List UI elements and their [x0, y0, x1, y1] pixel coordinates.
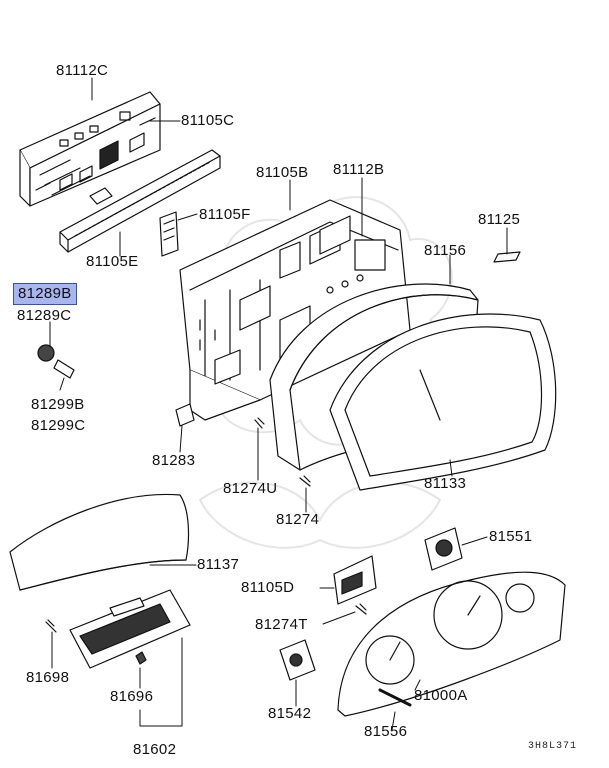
callout-81556: 81556: [364, 723, 408, 740]
connector-strip-81105e: [59, 149, 221, 253]
callout-81133: 81133: [424, 475, 467, 492]
bulb-socket-81289c: [37, 344, 75, 379]
callout-81283: 81283: [152, 452, 196, 469]
callout-81105d: 81105D: [241, 579, 295, 596]
callout-81105b: 81105B: [256, 164, 309, 181]
callout-81125: 81125: [478, 211, 521, 228]
callout-81274u: 81274U: [223, 480, 278, 497]
callout-81156: 81156: [424, 242, 467, 259]
callout-81542: 81542: [268, 705, 312, 722]
callout-81289b-highlighted[interactable]: 81289B: [13, 283, 77, 305]
callout-81112b: 81112B: [333, 161, 385, 178]
callout-81105c: 81105C: [181, 112, 235, 129]
callout-81299b: 81299B: [31, 396, 85, 413]
callout-81000a: 81000A: [414, 687, 468, 704]
callout-81105e: 81105E: [86, 253, 139, 270]
callout-81551: 81551: [489, 528, 533, 545]
leader-lines: [49, 77, 508, 731]
meter-hood-81137: [9, 493, 190, 591]
switch-unit-81551: [424, 527, 463, 571]
clip-81283: [175, 403, 195, 427]
callout-81137: 81137: [197, 556, 240, 573]
screw-81274: [299, 475, 311, 487]
callout-81112c: 81112C: [56, 62, 109, 79]
switch-panel-81602: [69, 589, 191, 669]
connector-81105f: [159, 211, 179, 257]
screw-81274t: [355, 603, 367, 615]
bulb-81696: [135, 651, 147, 665]
callout-81289c: 81289C: [17, 307, 72, 324]
callout-81274t: 81274T: [255, 616, 308, 633]
pad-81125: [493, 251, 521, 263]
callout-81602: 81602: [133, 741, 177, 758]
callout-81299c: 81299C: [31, 417, 86, 434]
callout-81274: 81274: [276, 511, 320, 528]
printed-circuit-board-81112c: [19, 91, 161, 207]
figure-code: 3H8L371: [528, 741, 578, 752]
callout-81698: 81698: [26, 669, 70, 686]
screw-81274u: [254, 417, 265, 429]
callout-81696: 81696: [110, 688, 154, 705]
callout-81105f: 81105F: [199, 206, 251, 223]
socket-81542: [279, 639, 316, 681]
screw-81698: [45, 619, 57, 633]
meter-mask-81133: [329, 313, 557, 491]
meter-plate-81000a: [337, 571, 566, 717]
